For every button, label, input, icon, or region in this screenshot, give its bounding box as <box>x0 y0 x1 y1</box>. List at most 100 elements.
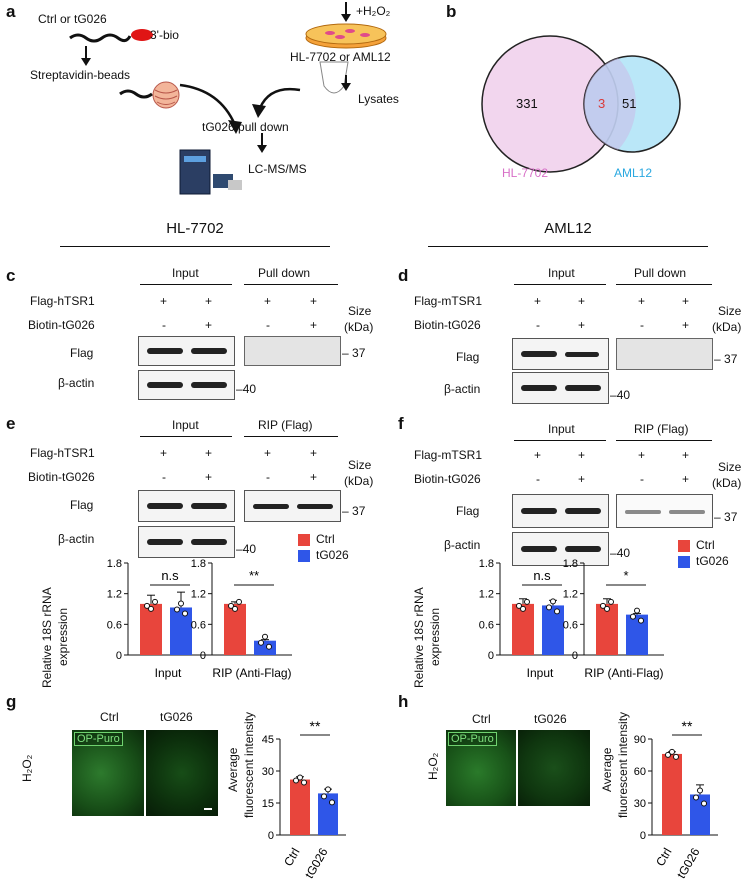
flag-row-label: Flag <box>70 346 94 360</box>
chart-e-1-tick-label: 1.2 <box>191 589 206 601</box>
chart-e-1-tick-label: 0 <box>200 650 206 662</box>
data-point <box>266 643 272 650</box>
data-point <box>673 753 679 760</box>
panel-label-h: h <box>398 692 409 711</box>
actin-row-label: β-actin <box>444 538 481 552</box>
bar-tg026 <box>318 793 338 835</box>
blot-flag-pulldown <box>244 336 341 366</box>
section-rule-right <box>428 246 708 247</box>
data-point <box>144 602 150 609</box>
chart-f-0-tick-label: 0.6 <box>479 619 494 631</box>
op-puro-tag: OP-Puro <box>448 732 497 746</box>
significance-label: n.s <box>533 568 551 583</box>
chart-f-1-tick-label: 0 <box>572 650 578 662</box>
chart-f-1-tick-label: 0.6 <box>563 619 578 631</box>
legend-label-ctrl: Ctrl <box>696 538 715 552</box>
sign: + <box>160 446 168 460</box>
kda-label: (kDa) <box>712 320 742 334</box>
venn-right-label: AML12 <box>614 166 653 180</box>
h2o2-label: H₂O₂ <box>20 754 34 782</box>
ylabel-line2: fluorescent intensity <box>242 711 256 818</box>
data-point <box>329 799 335 806</box>
actin-row-label: β-actin <box>444 382 481 396</box>
section-title-aml12: AML12 <box>544 220 592 237</box>
sign: + <box>638 448 646 462</box>
lysates-label: Lysates <box>358 92 399 106</box>
sign: + <box>638 294 646 308</box>
bar-tg026 <box>170 607 192 655</box>
sign: + <box>160 294 168 308</box>
sign: + <box>264 446 272 460</box>
input-header: Input <box>548 266 575 280</box>
sign: - <box>640 472 644 486</box>
bar-tg026 <box>254 640 276 655</box>
marker-40: –40 <box>236 382 257 396</box>
micrograph-ctrl: OP-Puro <box>446 730 516 806</box>
bar-tg026 <box>542 605 564 655</box>
image-label-ctrl: Ctrl <box>100 710 119 724</box>
bar-ctrl <box>596 603 618 655</box>
chart-e-0-tick-label: 1.2 <box>107 589 122 601</box>
data-point <box>546 604 552 611</box>
rip-header: RIP (Flag) <box>634 422 689 436</box>
micrograph-tg026 <box>518 730 590 806</box>
sign: - <box>162 470 166 484</box>
section-title-hl7702: HL-7702 <box>166 220 224 237</box>
legend-swatch-ctrl <box>298 534 310 546</box>
blot-flag-input <box>138 336 235 366</box>
flag-mtsr1-label: Flag-mTSR1 <box>414 294 483 308</box>
marker-37: – 37 <box>714 510 738 524</box>
x-category-label: Ctrl <box>281 846 302 869</box>
kda-label: (kDa) <box>344 474 374 488</box>
flag-row-label: Flag <box>456 504 480 518</box>
size-label: Size <box>718 304 742 318</box>
sign: - <box>640 318 644 332</box>
x-category-label: Ctrl <box>653 846 674 869</box>
biotin-label: Biotin-tG026 <box>414 472 481 486</box>
blot-actin-input <box>138 526 235 558</box>
flag-htsr1-label: Flag-hTSR1 <box>30 446 95 460</box>
blot-flag-input <box>138 490 235 522</box>
x-category-label: tG026 <box>302 845 331 880</box>
data-point <box>236 598 242 605</box>
chart-g-tick-label: 0 <box>268 830 274 842</box>
sign: - <box>266 318 270 332</box>
panel-label-g: g <box>6 692 17 711</box>
workflow-graphics <box>69 2 387 195</box>
data-point <box>148 605 154 612</box>
data-point <box>325 786 331 793</box>
data-point <box>638 617 644 624</box>
chart-e-0-tick-label: 0.6 <box>107 619 122 631</box>
sign: + <box>578 294 586 308</box>
op-puro-tag: OP-Puro <box>74 732 123 746</box>
significance-label: n.s <box>161 568 179 583</box>
marker-37: – 37 <box>342 346 366 360</box>
data-point <box>550 598 556 605</box>
marker-40: –40 <box>236 542 257 556</box>
significance-label: * <box>623 568 628 583</box>
panel-label-d: d <box>398 266 409 285</box>
cells-label: HL-7702 or AML12 <box>290 50 391 64</box>
marker-37: – 37 <box>342 504 366 518</box>
blot-flag-input <box>512 338 609 370</box>
data-point <box>665 751 671 758</box>
micrograph-tg026 <box>146 730 218 816</box>
venn-left-count: 331 <box>516 96 538 111</box>
significance-label: ** <box>682 718 693 734</box>
significance-label: ** <box>249 568 259 583</box>
input-header: Input <box>172 418 199 432</box>
h2o2-label: +H₂O₂ <box>356 4 391 18</box>
venn-overlap-count: 3 <box>598 96 606 111</box>
bar-tg026 <box>626 614 648 655</box>
data-point <box>174 606 180 613</box>
section-rule-left <box>60 246 330 247</box>
bar-ctrl <box>290 779 310 835</box>
x-category-label: RIP (Anti-Flag) <box>212 666 291 680</box>
flag-row-label: Flag <box>70 498 94 512</box>
sign: + <box>534 294 542 308</box>
sign: - <box>266 470 270 484</box>
sign: + <box>534 448 542 462</box>
sign: + <box>578 472 586 486</box>
chart-g-tick-label: 30 <box>262 766 274 778</box>
blot-actin-input <box>512 372 609 404</box>
